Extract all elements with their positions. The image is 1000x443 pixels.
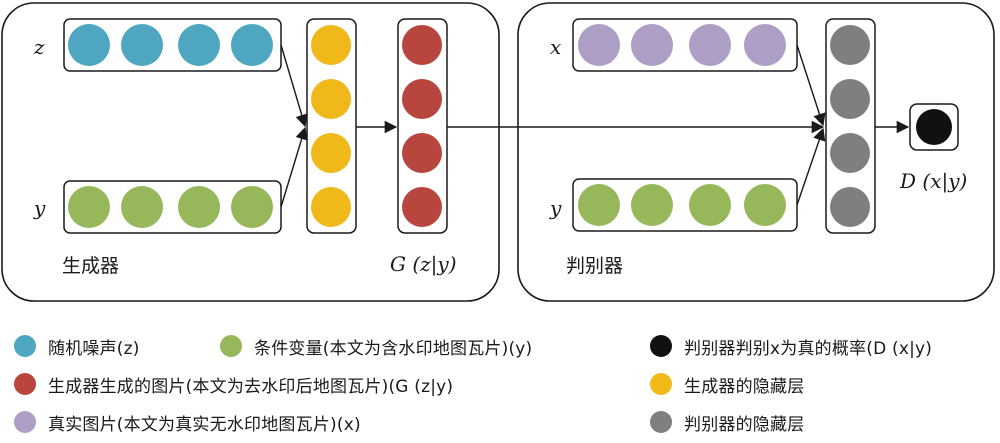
gen-y-label: y xyxy=(33,196,46,220)
noise-node xyxy=(68,24,110,66)
disc-hidden-node xyxy=(830,79,870,119)
legend-item-real: 真实图片(本文为真实无水印地图瓦片)(x) xyxy=(14,407,361,437)
disc-hidden-node xyxy=(830,25,870,65)
gen-hidden-node xyxy=(311,25,351,65)
legend-label: 判别器判别x为真的概率(D (x|y) xyxy=(684,338,933,359)
real-node xyxy=(631,24,673,66)
generated-node xyxy=(402,79,442,119)
yellow-dot-icon xyxy=(650,373,672,395)
generated-node xyxy=(402,25,442,65)
purple-dot-icon xyxy=(14,411,36,433)
noise-node xyxy=(121,24,163,66)
generator-frame xyxy=(1,2,500,302)
real-node xyxy=(689,24,731,66)
legend-item-disc-hidden: 判别器的隐藏层 xyxy=(650,407,804,437)
probability-node xyxy=(916,109,952,145)
discriminator-output-label: D (x|y) xyxy=(899,169,967,194)
condition-node xyxy=(578,184,620,226)
condition-node xyxy=(631,184,673,226)
generator-output-label: G (z|y) xyxy=(390,252,457,277)
arrow-x-to-hidden xyxy=(796,44,826,127)
legend-label: 判别器的隐藏层 xyxy=(684,414,805,435)
legend-item-probability: 判别器判别x为真的概率(D (x|y) xyxy=(650,331,932,361)
condition-node xyxy=(68,186,110,228)
disc-output-layer xyxy=(909,103,959,151)
discriminator-panel: x y 判别器 D (x|y) xyxy=(517,2,995,302)
discriminator-frame xyxy=(517,2,995,302)
generated-node xyxy=(402,133,442,173)
real-node xyxy=(578,24,620,66)
gen-hidden-node xyxy=(311,79,351,119)
noise-node xyxy=(178,24,220,66)
black-dot-icon xyxy=(650,335,672,357)
condition-node xyxy=(178,186,220,228)
gen-hidden-node xyxy=(311,133,351,173)
generator-title: 生成器 xyxy=(62,255,119,277)
disc-x-label: x xyxy=(550,35,561,59)
generated-node xyxy=(402,187,442,227)
legend-label: 随机噪声(z) xyxy=(48,338,140,359)
condition-node xyxy=(744,184,786,226)
disc-hidden-node xyxy=(830,187,870,227)
green-dot-icon xyxy=(220,335,242,357)
disc-hidden-node xyxy=(830,133,870,173)
gen-output-layer xyxy=(397,18,448,234)
arrow-y-to-hidden xyxy=(796,127,826,206)
gen-z-label: z xyxy=(33,35,45,59)
gray-dot-icon xyxy=(650,411,672,433)
disc-hidden-layer xyxy=(825,18,876,234)
red-dot-icon xyxy=(14,373,36,395)
legend-label: 真实图片(本文为真实无水印地图瓦片)(x) xyxy=(48,414,361,435)
legend-label: 条件变量(本文为含水印地图瓦片)(y) xyxy=(254,338,533,359)
condition-node xyxy=(231,186,273,228)
disc-y-label: y xyxy=(549,196,562,220)
legend: 随机噪声(z) 条件变量(本文为含水印地图瓦片)(y) 判别器判别x为真的概率(… xyxy=(0,322,1000,443)
legend-item-generated: 生成器生成的图片(本文为去水印后地图瓦片)(G (z|y) xyxy=(14,369,453,399)
legend-label: 生成器的隐藏层 xyxy=(684,376,805,397)
legend-item-gen-hidden: 生成器的隐藏层 xyxy=(650,369,804,399)
arrow-y-to-hidden xyxy=(280,126,308,208)
legend-item-condition: 条件变量(本文为含水印地图瓦片)(y) xyxy=(220,331,532,361)
legend-item-noise: 随机噪声(z) xyxy=(14,331,140,361)
blue-dot-icon xyxy=(14,335,36,357)
condition-node xyxy=(689,184,731,226)
arrow-z-to-hidden xyxy=(280,44,308,128)
generator-panel: z y 生成器 G (z|y) xyxy=(1,2,500,302)
noise-node xyxy=(231,24,273,66)
real-node xyxy=(744,24,786,66)
legend-label: 生成器生成的图片(本文为去水印后地图瓦片)(G (z|y) xyxy=(48,376,454,397)
discriminator-title: 判别器 xyxy=(566,255,623,277)
gen-hidden-node xyxy=(311,187,351,227)
condition-node xyxy=(121,186,163,228)
